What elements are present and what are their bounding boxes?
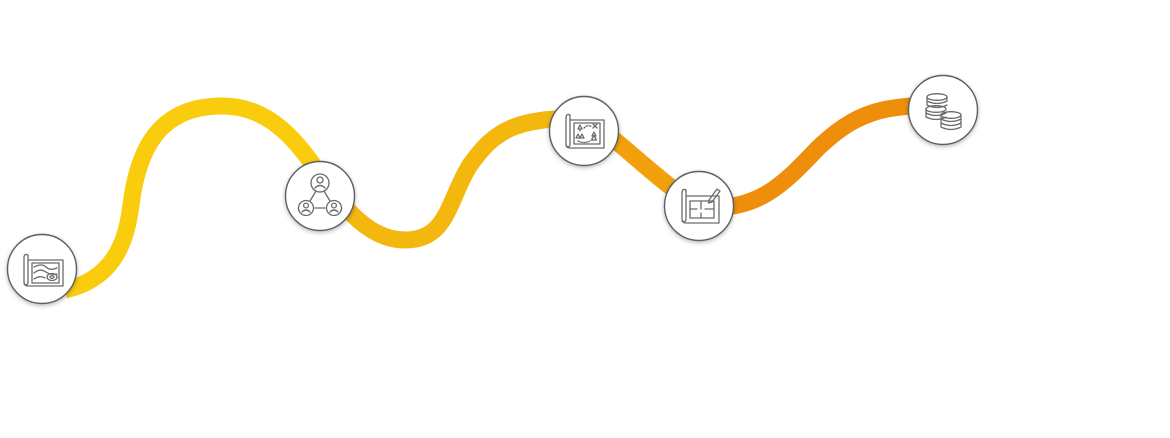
path-segment-1 <box>62 97 326 299</box>
step-node-2[interactable] <box>284 160 356 232</box>
floor-plan-icon <box>681 188 721 224</box>
path-segment-4 <box>699 96 945 217</box>
step-node-5[interactable] <box>907 74 979 146</box>
coin-stacks-icon <box>925 93 962 131</box>
step-node-3[interactable] <box>548 95 620 167</box>
treasure-map-icon <box>565 113 605 149</box>
path-segment-2 <box>311 109 585 249</box>
roadmap-path <box>62 96 945 299</box>
team-network-icon <box>297 173 343 217</box>
step-node-4[interactable] <box>663 170 735 242</box>
contour-map-icon <box>23 253 64 287</box>
step-node-1[interactable] <box>6 233 78 305</box>
